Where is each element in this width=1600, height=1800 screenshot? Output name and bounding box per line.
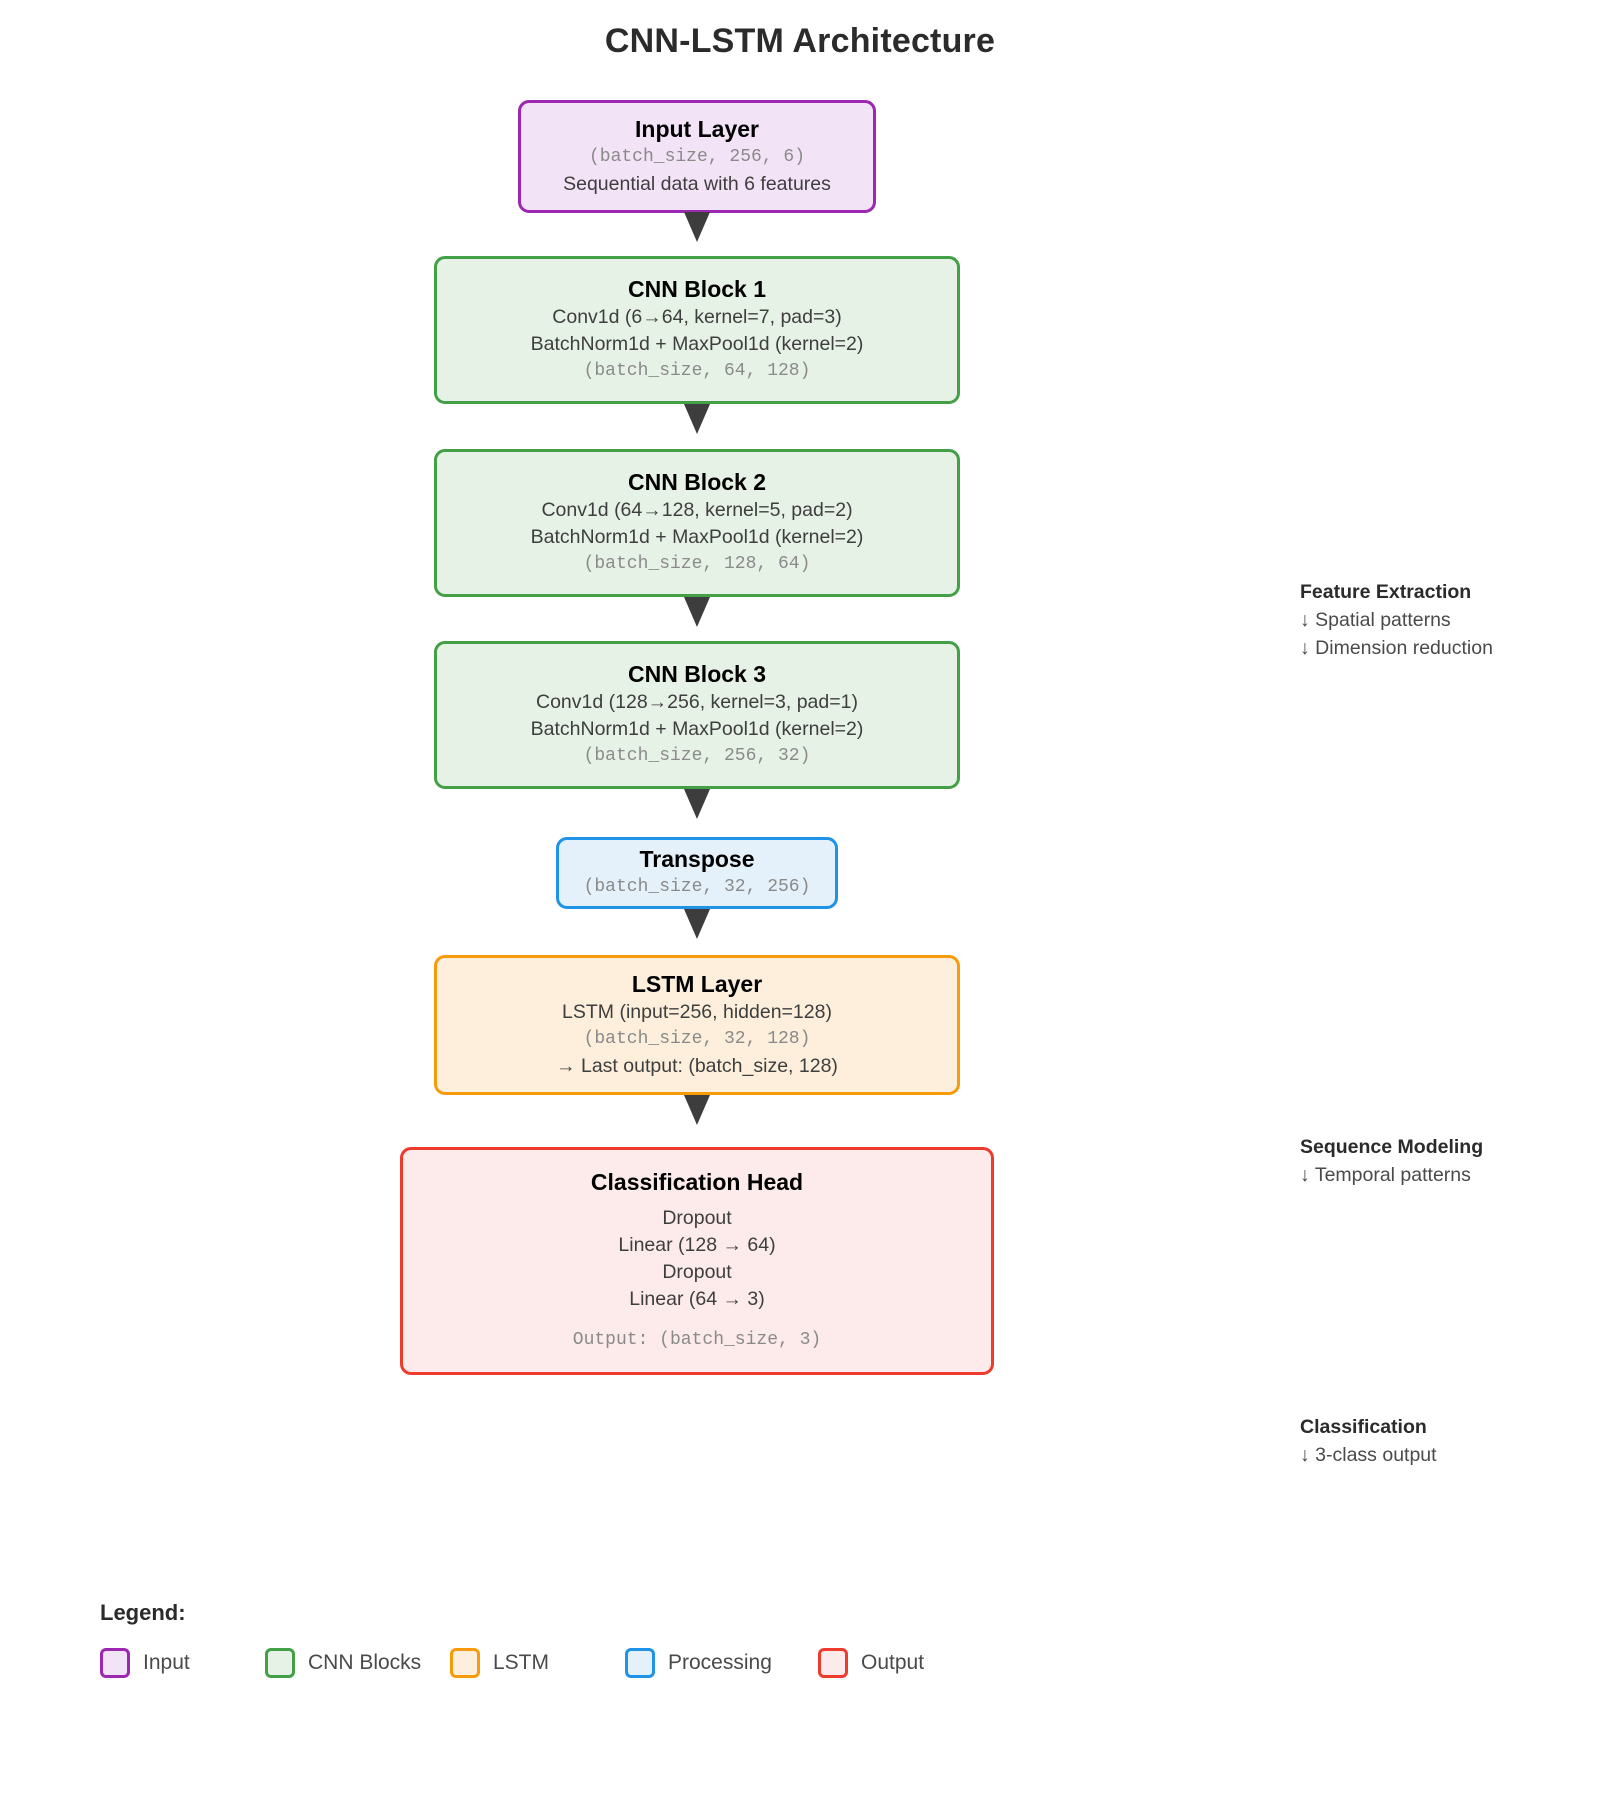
node-title: LSTM Layer bbox=[631, 970, 763, 997]
legend-label: CNN Blocks bbox=[308, 1651, 422, 1674]
node-title: CNN Block 1 bbox=[627, 275, 767, 302]
node-detail-line: Sequential data with 6 features bbox=[563, 173, 831, 196]
node-title: CNN Block 3 bbox=[627, 660, 767, 687]
legend-label: Input bbox=[143, 1651, 190, 1674]
legend-swatch-lstm-icon bbox=[450, 1648, 480, 1678]
node-detail-line: Conv1d (6→64, kernel=7, pad=3) bbox=[552, 306, 842, 329]
legend-swatch-input-icon bbox=[100, 1648, 130, 1678]
page-title: CNN-LSTM Architecture bbox=[604, 22, 996, 60]
legend-heading: Legend: bbox=[100, 1600, 186, 1625]
node-detail-line: BatchNorm1d + MaxPool1d (kernel=2) bbox=[530, 718, 864, 741]
annotation-item: ↓ 3-class output bbox=[1300, 1444, 1437, 1467]
node-detail-line: → Last output: (batch_size, 128) bbox=[556, 1055, 838, 1078]
annotation-title: Sequence Modeling bbox=[1300, 1136, 1484, 1158]
node-shape-text: (batch_size, 256, 6) bbox=[588, 147, 806, 168]
node-detail-line: BatchNorm1d + MaxPool1d (kernel=2) bbox=[530, 526, 864, 549]
node-title: CNN Block 2 bbox=[627, 468, 767, 495]
annotation-item: ↓ Dimension reduction bbox=[1300, 636, 1493, 659]
node-detail-line: Linear (64 → 3) bbox=[629, 1288, 765, 1311]
legend-swatch-output-icon bbox=[818, 1648, 848, 1678]
node-detail-line: Linear (128 → 64) bbox=[618, 1234, 776, 1257]
arrow-down-icon bbox=[684, 404, 710, 434]
node-lstm-layer[interactable]: LSTM Layer LSTM (input=256, hidden=128) … bbox=[434, 955, 960, 1095]
legend-item-input[interactable]: Input bbox=[100, 1648, 265, 1678]
node-shape-text: Output: (batch_size, 3) bbox=[572, 1330, 822, 1351]
node-cnn-block-3[interactable]: CNN Block 3 Conv1d (128→256, kernel=3, p… bbox=[434, 641, 960, 789]
arrow-down-icon bbox=[684, 789, 710, 819]
node-cnn-block-1[interactable]: CNN Block 1 Conv1d (6→64, kernel=7, pad=… bbox=[434, 256, 960, 404]
legend-swatch-cnn-icon bbox=[265, 1648, 295, 1678]
node-shape-text: (batch_size, 64, 128) bbox=[583, 361, 811, 382]
legend-row: Input CNN Blocks LSTM Processing Output bbox=[100, 1648, 924, 1678]
legend-swatch-processing-icon bbox=[625, 1648, 655, 1678]
legend-label: Processing bbox=[668, 1651, 772, 1674]
arrow-down-icon bbox=[684, 1095, 710, 1125]
node-detail-line: Conv1d (64→128, kernel=5, pad=2) bbox=[541, 499, 853, 522]
annotation-title: Classification bbox=[1300, 1416, 1427, 1438]
node-detail-line: Dropout bbox=[662, 1207, 732, 1230]
node-shape-text: (batch_size, 128, 64) bbox=[583, 554, 811, 575]
annotation-title: Feature Extraction bbox=[1300, 581, 1472, 603]
legend-item-processing[interactable]: Processing bbox=[625, 1648, 818, 1678]
node-title: Classification Head bbox=[590, 1168, 804, 1195]
legend-label: LSTM bbox=[493, 1651, 550, 1674]
node-classification-head[interactable]: Classification Head Dropout Linear (128 … bbox=[400, 1147, 994, 1375]
legend-item-output[interactable]: Output bbox=[818, 1648, 924, 1678]
node-title: Transpose bbox=[639, 845, 755, 872]
node-title: Input Layer bbox=[635, 115, 759, 142]
arrow-down-icon bbox=[684, 909, 710, 939]
legend-label: Output bbox=[861, 1651, 925, 1674]
node-detail-line: BatchNorm1d + MaxPool1d (kernel=2) bbox=[530, 333, 864, 356]
annotation-classification: Classification ↓ 3-class output bbox=[1300, 1413, 1437, 1470]
arrow-down-icon bbox=[684, 597, 710, 627]
node-transpose[interactable]: Transpose (batch_size, 32, 256) bbox=[556, 837, 838, 909]
annotation-sequence-modeling: Sequence Modeling ↓ Temporal patterns bbox=[1300, 1133, 1483, 1190]
node-detail-line: LSTM (input=256, hidden=128) bbox=[562, 1001, 832, 1024]
node-detail-line: Dropout bbox=[662, 1261, 732, 1284]
legend-item-lstm[interactable]: LSTM bbox=[450, 1648, 625, 1678]
node-shape-text: (batch_size, 32, 128) bbox=[583, 1029, 811, 1050]
annotation-item: ↓ Spatial patterns bbox=[1300, 609, 1451, 632]
node-input-layer[interactable]: Input Layer (batch_size, 256, 6) Sequent… bbox=[518, 100, 876, 213]
annotation-feature-extraction: Feature Extraction ↓ Spatial patterns ↓ … bbox=[1300, 578, 1493, 663]
legend: Legend: Input CNN Blocks LSTM Processing… bbox=[100, 1600, 924, 1678]
arrow-down-icon bbox=[684, 212, 710, 242]
node-cnn-block-2[interactable]: CNN Block 2 Conv1d (64→128, kernel=5, pa… bbox=[434, 449, 960, 597]
legend-item-cnn-blocks[interactable]: CNN Blocks bbox=[265, 1648, 450, 1678]
annotation-item: ↓ Temporal patterns bbox=[1300, 1164, 1471, 1187]
node-detail-line: Conv1d (128→256, kernel=3, pad=1) bbox=[536, 691, 858, 714]
node-shape-text: (batch_size, 256, 32) bbox=[583, 746, 811, 767]
node-shape-text: (batch_size, 32, 256) bbox=[583, 877, 811, 898]
